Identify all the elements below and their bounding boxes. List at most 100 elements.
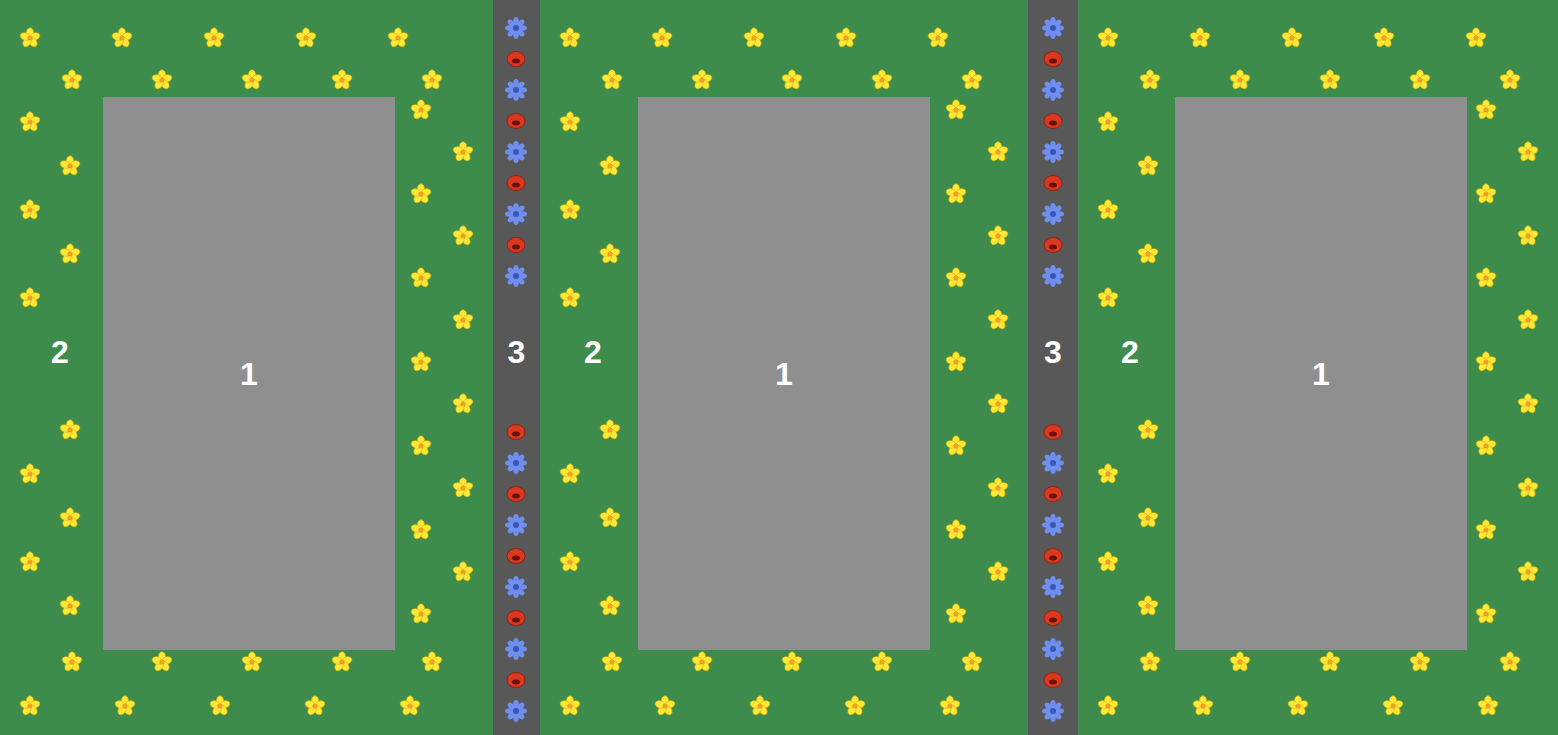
red-flower [1044,549,1062,564]
blue-flower [505,265,527,287]
yellow-flower [601,70,623,91]
yellow-flower [1475,100,1497,121]
blue-flower [1042,17,1064,39]
blue-flower [505,514,527,536]
yellow-flower [421,652,443,673]
yellow-flower [59,244,81,265]
yellow-flower [410,520,432,541]
blue-flower [1042,452,1064,474]
yellow-flower [1465,28,1487,49]
red-flower [1044,238,1062,253]
yellow-flower [59,596,81,617]
blue-flower [1042,700,1064,722]
yellow-flower [987,142,1009,163]
yellow-flower [945,352,967,373]
area-number: 2 [584,336,602,368]
area-number: 1 [240,358,258,390]
yellow-flower [871,70,893,91]
yellow-flower [410,604,432,625]
red-flower [1044,176,1062,191]
yellow-flower [1373,28,1395,49]
yellow-flower [1097,200,1119,221]
flower-path: 3 [1028,0,1078,735]
blue-flower [505,17,527,39]
yellow-flower [871,652,893,673]
yellow-flower [1137,156,1159,177]
yellow-flower [599,420,621,441]
yellow-flower [945,604,967,625]
blue-flower [505,576,527,598]
yellow-flower [1137,508,1159,529]
yellow-flower [421,70,443,91]
yellow-flower [1499,652,1521,673]
yellow-flower [241,70,263,91]
yellow-flower [331,70,353,91]
yellow-flower [19,696,41,717]
red-flower [507,425,525,440]
yellow-flower [59,420,81,441]
yellow-flower [19,288,41,309]
yellow-flower [1517,394,1539,415]
yellow-flower [1139,652,1161,673]
yellow-flower [1475,352,1497,373]
area-number: 1 [775,358,793,390]
red-flower [1044,611,1062,626]
yellow-flower [304,696,326,717]
yellow-flower [1189,28,1211,49]
red-flower [1044,673,1062,688]
yellow-flower [59,156,81,177]
blue-flower [505,638,527,660]
lawn-panel: 12 [540,0,1028,735]
yellow-flower [61,70,83,91]
yellow-flower [410,268,432,289]
yellow-flower [1475,268,1497,289]
yellow-flower [1477,696,1499,717]
paved-plot: 1 [1175,97,1467,650]
red-flower [507,487,525,502]
yellow-flower [452,562,474,583]
yellow-flower [1499,70,1521,91]
yellow-flower [331,652,353,673]
red-flower [1044,114,1062,129]
paved-plot: 1 [103,97,395,650]
blue-flower [1042,141,1064,163]
yellow-flower [410,100,432,121]
yellow-flower [781,70,803,91]
blue-flower [505,203,527,225]
yellow-flower [1517,478,1539,499]
red-flower [507,52,525,67]
yellow-flower [559,28,581,49]
yellow-flower [559,696,581,717]
yellow-flower [151,652,173,673]
yellow-flower [1281,28,1303,49]
yellow-flower [1319,652,1341,673]
yellow-flower [599,508,621,529]
red-flower [1044,52,1062,67]
red-flower [507,176,525,191]
yellow-flower [1137,420,1159,441]
yellow-flower [1139,70,1161,91]
yellow-flower [559,200,581,221]
yellow-flower [1097,464,1119,485]
yellow-flower [1137,244,1159,265]
yellow-flower [654,696,676,717]
yellow-flower [987,394,1009,415]
yellow-flower [939,696,961,717]
yellow-flower [1517,142,1539,163]
yellow-flower [452,142,474,163]
yellow-flower [1097,28,1119,49]
yellow-flower [111,28,133,49]
yellow-flower [987,310,1009,331]
area-number: 1 [1312,358,1330,390]
red-flower [507,549,525,564]
yellow-flower [1097,288,1119,309]
yellow-flower [691,70,713,91]
yellow-flower [599,244,621,265]
paved-plot: 1 [638,97,930,650]
yellow-flower [1475,520,1497,541]
blue-flower [505,79,527,101]
yellow-flower [651,28,673,49]
lawn-panel: 12 [1078,0,1558,735]
yellow-flower [559,464,581,485]
yellow-flower [743,28,765,49]
